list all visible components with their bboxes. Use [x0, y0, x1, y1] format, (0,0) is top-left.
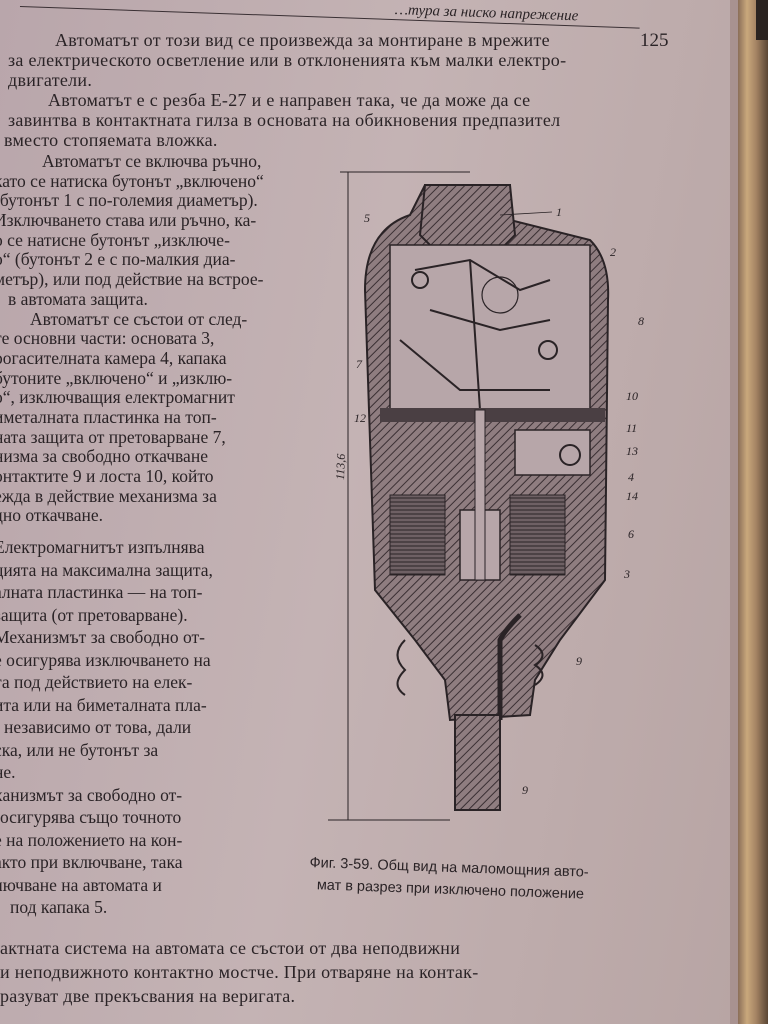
thread-right	[533, 644, 544, 686]
lead-wire	[497, 613, 522, 720]
figure-caption: Фиг. 3-59. Общ вид на маломощния авто- м…	[308, 852, 589, 906]
text-line: цията на максимална защита,	[0, 559, 213, 580]
page-number: 125	[640, 30, 669, 51]
text-line: о“, изключващия електромагнит	[0, 387, 235, 408]
label-7: 7	[356, 357, 363, 371]
text-line: Автоматът е с резба Е-27 и е направен та…	[48, 90, 531, 110]
label-13: 13	[626, 444, 638, 458]
text-line: разуват две прекъсвания на веригата.	[0, 986, 296, 1006]
text-line: рогасителната камера 4, капака	[0, 347, 227, 368]
text-line: ита или на биметалната пла-	[0, 694, 207, 715]
text-line: защита (от претоварване).	[0, 604, 188, 625]
label-12: 12	[354, 411, 366, 425]
text-line: низма за свободно откачване	[0, 446, 208, 467]
text-line: Автоматът се включва ръчно,	[42, 151, 262, 171]
text-line: ска, или не бутонът за	[0, 739, 159, 760]
text-line: Електромагнитът изпълнява	[0, 537, 205, 557]
text-line: иметалната пластинка на топ-	[0, 406, 217, 427]
label-1: 1	[556, 205, 562, 219]
text-line: независимо от това, дали	[4, 717, 192, 737]
label-14: 14	[626, 489, 638, 503]
text-line: за електрическото осветление или в откло…	[8, 50, 567, 70]
label-5: 5	[364, 211, 370, 225]
part-labels: 1 2 3 4 5 6 7 8 9 9 10 11 12 13 14	[354, 205, 644, 797]
text-line: и неподвижното контактно мостче. При отв…	[0, 962, 479, 982]
text-column-b: Електромагнитът изпълнява цията на макси…	[0, 536, 213, 919]
text-line: в автомата защита.	[8, 288, 148, 309]
text-line: Автоматът от този вид се произвежда за м…	[55, 30, 550, 50]
text-line: та под действието на елек-	[0, 672, 193, 692]
arc-chamber	[514, 429, 591, 476]
text-line: осигурява също точното	[0, 807, 182, 827]
text-line: дно откачване.	[0, 505, 103, 526]
label-4: 4	[628, 470, 634, 484]
label-11: 11	[626, 421, 637, 435]
text-line: като се натиска бутонът „включено“	[0, 170, 264, 191]
text-line: лючване на автомата и	[0, 874, 162, 895]
text-line: о се натисне бутонът „изключе-	[0, 229, 230, 250]
text-line: Изключването става или ръчно, ка-	[0, 210, 257, 231]
text-line: онтактите 9 и лоста 10, който	[0, 466, 214, 486]
text-line: о“ (бутонът 2 е с по-малкия диа-	[0, 249, 236, 270]
running-title: …тура за ниско напрежение	[394, 2, 579, 25]
thread-left	[396, 639, 407, 696]
text-line: Автоматът се състои от след-	[30, 308, 248, 329]
label-9-upper: 9	[576, 654, 582, 668]
text-line: Механизмът за свободно от-	[0, 627, 205, 647]
label-2: 2	[610, 245, 616, 259]
text-column-a: Автоматът се включва ръчно, като се нати…	[0, 151, 264, 526]
text-line: е осигурява изключването на	[0, 649, 211, 670]
mechanism	[399, 258, 551, 411]
text-line: ежда в действие механизма за	[0, 485, 217, 506]
coil-right	[509, 494, 566, 576]
text-line: е на положението на кон-	[0, 829, 183, 850]
text-line: метър), или под действие на встрое-	[0, 269, 264, 290]
text-line: (бутонът 1 с по-големия диаметър).	[0, 190, 258, 211]
text-line: под капака 5.	[10, 897, 108, 917]
binding-shadow	[756, 0, 768, 40]
label-10: 10	[626, 389, 638, 403]
label-8: 8	[638, 314, 644, 328]
text-line: вместо стопяемата вложка.	[4, 130, 218, 150]
label-3: 3	[623, 567, 630, 581]
breaker-cross-section-figure: 113,6 1 2 3 4 5 6 7 8 9 9 10 11 12 13 14	[328, 171, 644, 821]
text-line: те основни части: основата 3,	[0, 328, 215, 349]
text-line: двигатели.	[8, 70, 93, 90]
text-line: ханизмът за свободно от-	[0, 784, 183, 805]
text-line: актната система на автомата се състои от…	[0, 938, 461, 958]
coil-left	[389, 494, 446, 576]
separator-plate	[380, 408, 605, 422]
text-line: не.	[0, 762, 16, 782]
label-6: 6	[628, 527, 634, 541]
label-9-lower: 9	[522, 783, 528, 797]
text-line: завинтва в контактната гилза в основата …	[8, 110, 561, 130]
center-shaft	[474, 409, 486, 581]
contact-tube	[454, 714, 501, 811]
text-line: алната пластинка — на топ-	[0, 582, 203, 602]
dimension-label: 113,6	[333, 454, 348, 481]
text-line: бутоните „включено“ и „изклю-	[0, 367, 233, 388]
page-edge	[730, 0, 738, 1024]
text-line: акто при включване, така	[0, 852, 183, 872]
text-line: ната защита от претоварване 7,	[0, 426, 226, 447]
book-binding	[738, 0, 768, 1024]
dimension-line: 113,6	[328, 171, 470, 821]
